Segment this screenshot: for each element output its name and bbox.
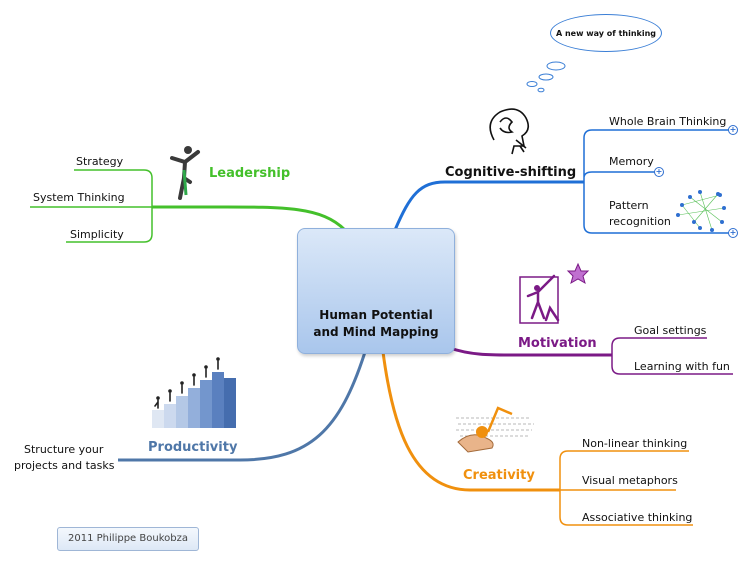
branch-cognitive-shifting[interactable]: Cognitive-shifting	[445, 165, 577, 180]
motivation-child-goal-settings[interactable]: Goal settings	[634, 324, 707, 337]
credit-badge: 2011 Philippe Boukobza	[57, 527, 199, 551]
leadership-child-simplicity[interactable]: Simplicity	[70, 228, 124, 241]
cognitive-child-recognition: recognition	[609, 215, 671, 228]
branch-leadership[interactable]: Leadership	[209, 166, 291, 181]
music-hand-icon	[456, 406, 534, 453]
productivity-child-line2: projects and tasks	[14, 459, 115, 472]
central-topic[interactable]: Human Potential and Mind Mapping	[297, 228, 455, 354]
motivation-child-learning[interactable]: Learning with fun	[634, 360, 730, 373]
leadership-connector	[152, 205, 347, 232]
branch-productivity[interactable]: Productivity	[148, 440, 238, 455]
creativity-child-visual-metaphors[interactable]: Visual metaphors	[582, 474, 678, 487]
thought-bubble: A new way of thinking	[550, 14, 662, 52]
creativity-connector	[381, 351, 560, 492]
cognitive-child-pattern[interactable]: Pattern	[609, 199, 649, 212]
head-thinking-icon	[489, 108, 530, 155]
leader-figure-icon	[170, 146, 200, 200]
expand-icon[interactable]: +	[728, 125, 738, 135]
cognitive-connector	[393, 180, 584, 231]
branch-motivation[interactable]: Motivation	[518, 336, 597, 351]
productivity-child-line1[interactable]: Structure your	[24, 443, 104, 456]
leadership-child-connectors	[30, 169, 153, 243]
creativity-child-non-linear[interactable]: Non-linear thinking	[582, 437, 688, 450]
leadership-child-system-thinking[interactable]: System Thinking	[33, 191, 125, 204]
cognitive-child-connectors	[583, 129, 732, 234]
stairs-icon	[152, 357, 236, 428]
motivation-child-connectors	[611, 337, 733, 375]
star-reach-icon	[519, 262, 590, 324]
creativity-child-associative[interactable]: Associative thinking	[582, 511, 693, 524]
expand-icon[interactable]: +	[728, 228, 738, 238]
branch-creativity[interactable]: Creativity	[463, 468, 535, 483]
leadership-child-strategy[interactable]: Strategy	[76, 155, 124, 168]
central-topic-text: Human Potential and Mind Mapping	[313, 308, 439, 339]
expand-icon[interactable]: +	[654, 167, 664, 177]
productivity-connector	[118, 351, 367, 462]
cognitive-child-memory[interactable]: Memory	[609, 155, 654, 168]
cognitive-child-whole-brain[interactable]: Whole Brain Thinking	[609, 115, 727, 128]
creativity-child-connectors	[559, 450, 693, 526]
thought-trail	[526, 61, 566, 93]
motivation-connector	[449, 346, 612, 357]
network-icon	[676, 190, 726, 232]
